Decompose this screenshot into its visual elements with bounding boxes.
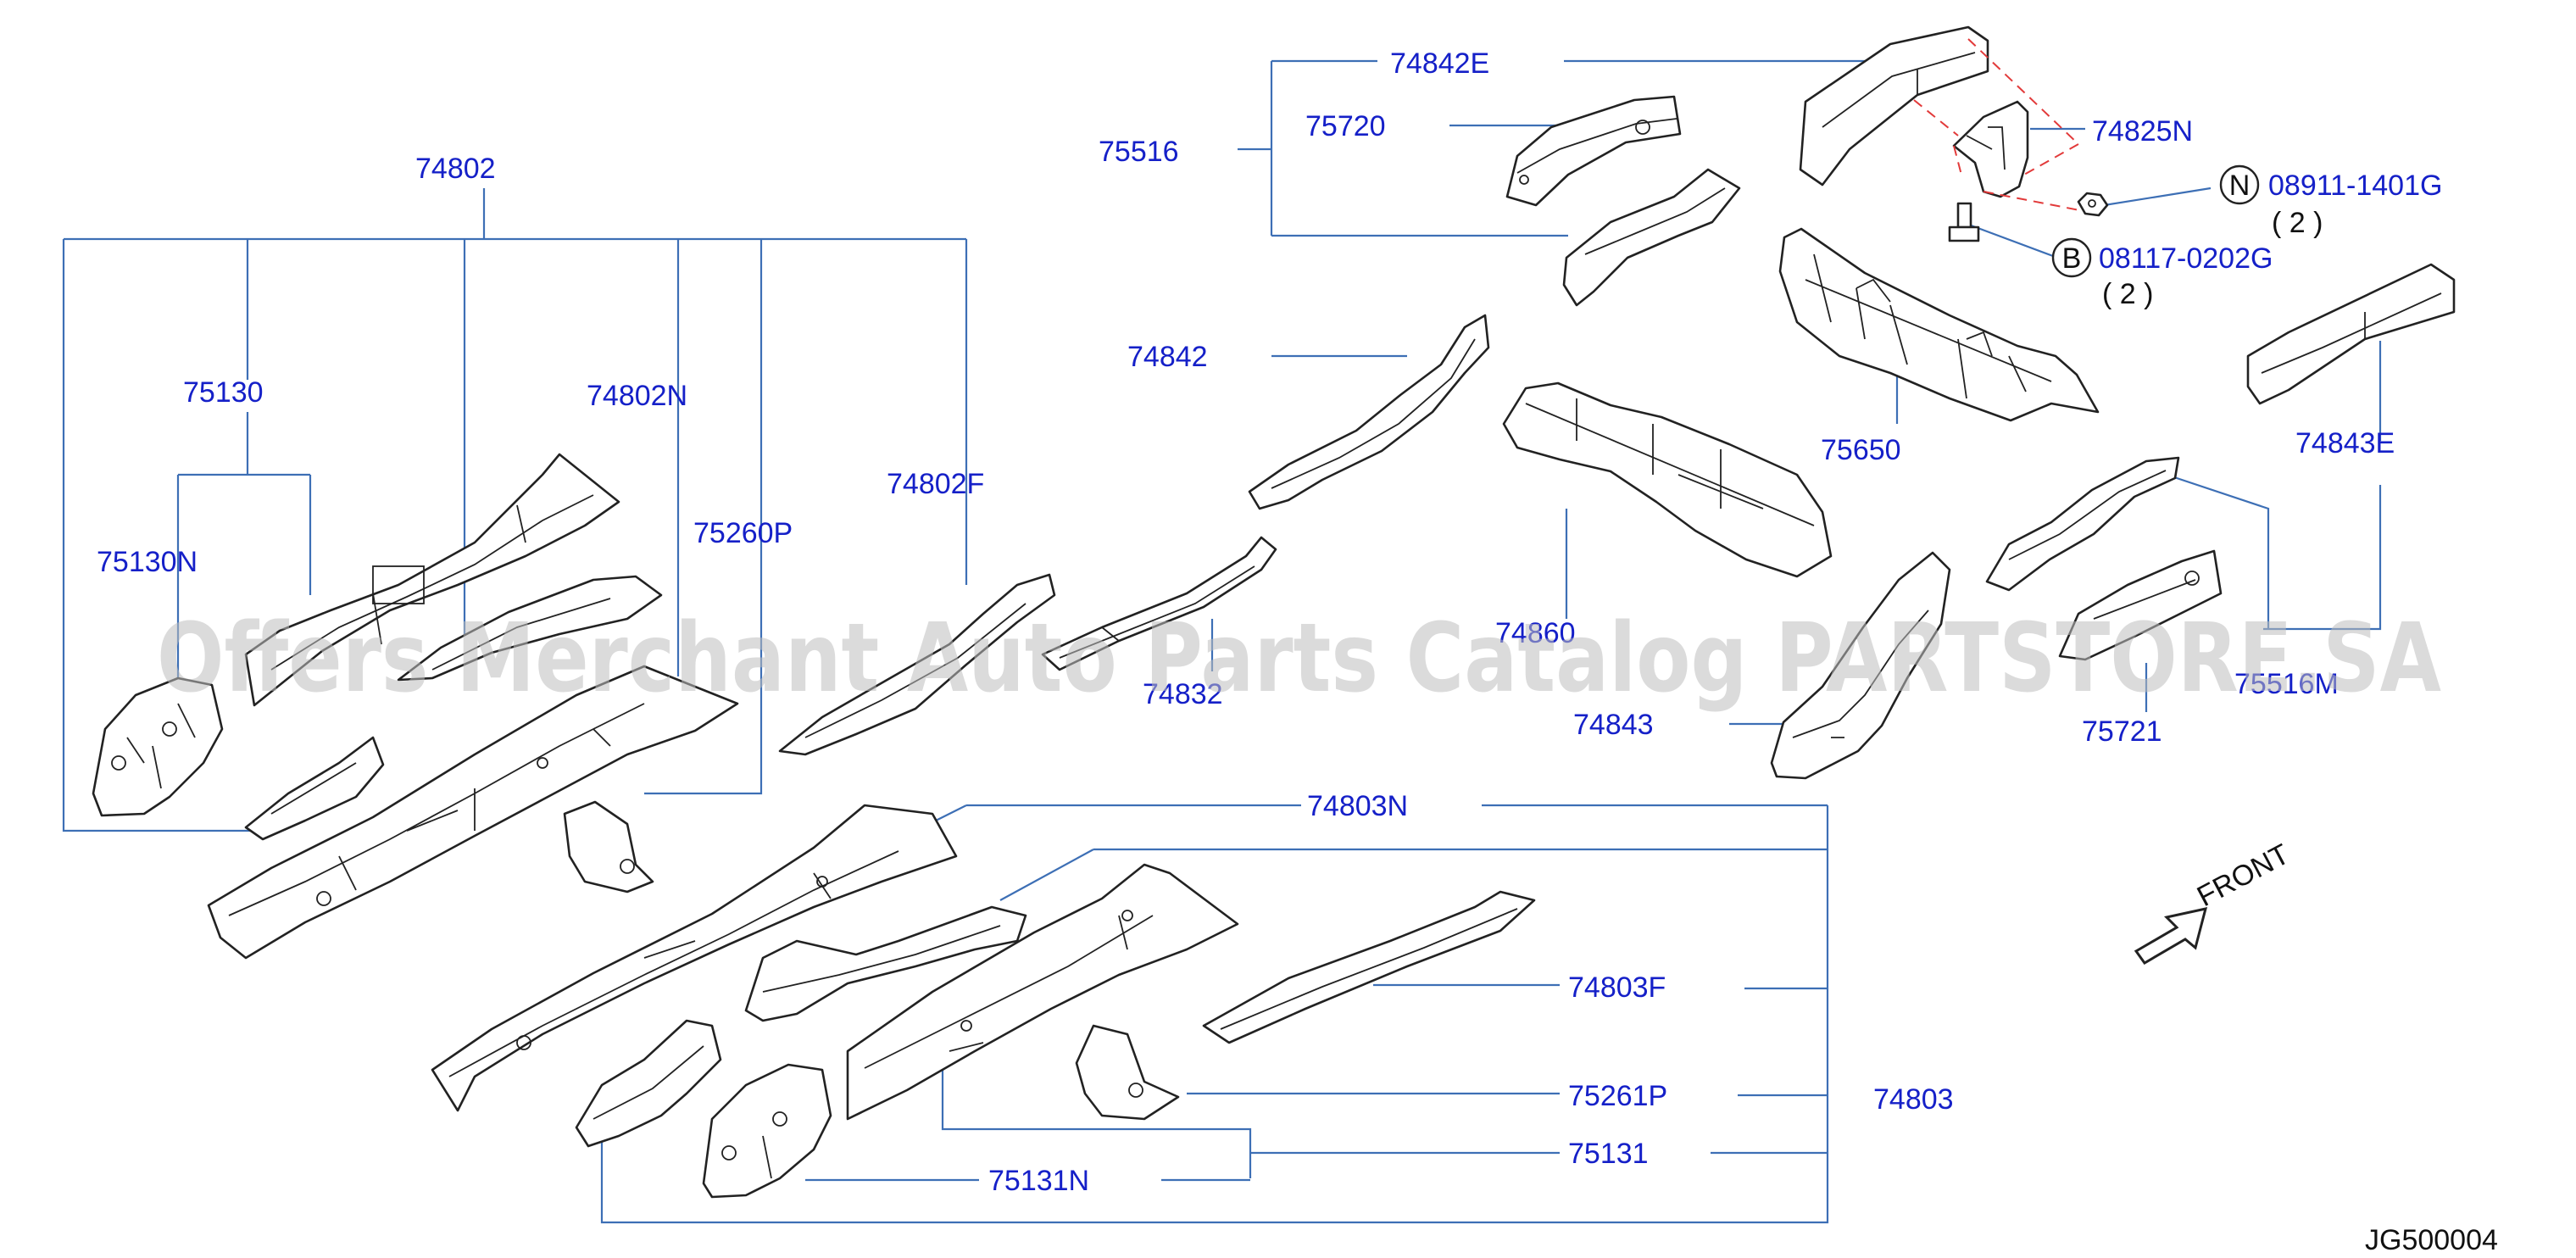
callout-74832[interactable]: 74832 bbox=[1143, 678, 1223, 710]
part-75650-drawing bbox=[1778, 227, 2100, 422]
part-74842-drawing bbox=[1248, 314, 1490, 510]
part-74803-drawing bbox=[846, 863, 1239, 1121]
callout-75721[interactable]: 75721 bbox=[2082, 715, 2162, 748]
nut-08911-drawing bbox=[2077, 192, 2109, 217]
part-74842E-rail bbox=[1799, 25, 1989, 186]
front-arrow-icon bbox=[2134, 907, 2208, 965]
part-75130-drawing bbox=[397, 575, 663, 682]
callout-74803F[interactable]: 74803F bbox=[1568, 971, 1666, 1004]
callout-75516M[interactable]: 75516M bbox=[2234, 668, 2339, 700]
callout-75130N[interactable]: 75130N bbox=[97, 546, 198, 578]
part-74843-drawing bbox=[1770, 551, 1951, 780]
part-74802F-drawing bbox=[778, 573, 1056, 756]
callout-75650[interactable]: 75650 bbox=[1821, 434, 1901, 466]
callout-74843[interactable]: 74843 bbox=[1573, 709, 1654, 741]
part-75516M-drawing bbox=[1985, 456, 2180, 592]
callout-75261P[interactable]: 75261P bbox=[1568, 1080, 1667, 1112]
callout-74843E[interactable]: 74843E bbox=[2295, 427, 2395, 459]
part-74832-drawing bbox=[1041, 536, 1277, 671]
part-75131N-drawing bbox=[575, 1019, 722, 1148]
fastener-quantity: ( 2 ) bbox=[2102, 278, 2153, 310]
part-74825N-drawing bbox=[1952, 100, 2029, 198]
front-label: FRONT bbox=[2192, 838, 2295, 914]
callout-74860[interactable]: 74860 bbox=[1495, 617, 1576, 649]
callout-75130[interactable]: 75130 bbox=[183, 376, 264, 409]
fastener-part-number: 08117-0202G bbox=[2099, 242, 2273, 275]
callout-74803[interactable]: 74803 bbox=[1873, 1083, 1954, 1116]
front-direction-indicator: FRONT bbox=[2134, 838, 2295, 965]
part-drawings bbox=[92, 25, 2456, 1199]
part-75131N-lower-drawing bbox=[702, 1063, 832, 1199]
callout-74842E[interactable]: 74842E bbox=[1390, 47, 1489, 80]
callout-75260P[interactable]: 75260P bbox=[693, 517, 793, 549]
part-74803F-drawing bbox=[1202, 890, 1536, 1044]
fastener-badge: N bbox=[2229, 170, 2251, 202]
badge-n-icon bbox=[2219, 164, 2260, 205]
part-75130N-drawing bbox=[92, 676, 224, 817]
callout-74802F[interactable]: 74802F bbox=[887, 468, 984, 500]
badge-b-icon bbox=[2051, 237, 2092, 278]
callout-75720[interactable]: 75720 bbox=[1305, 110, 1386, 142]
leader-lines bbox=[62, 59, 2382, 1224]
callout-74802N[interactable]: 74802N bbox=[587, 380, 687, 412]
part-labels: 74802 75130 75130N 74802N 75260P 74802F … bbox=[97, 47, 2395, 1197]
part-75721-drawing bbox=[2058, 549, 2223, 661]
fastener-quantity: ( 2 ) bbox=[2272, 207, 2323, 239]
callout-75131N[interactable]: 75131N bbox=[988, 1165, 1089, 1197]
callout-74802[interactable]: 74802 bbox=[415, 153, 496, 185]
part-74802-drawing bbox=[207, 665, 739, 960]
callout-75516[interactable]: 75516 bbox=[1099, 136, 1179, 168]
fastener-part-number: 08911-1401G bbox=[2268, 170, 2442, 202]
diagram-code: JG500004 bbox=[2365, 1224, 2498, 1256]
hidden-line-74825N bbox=[1913, 38, 2098, 214]
part-75720-drawing bbox=[1505, 95, 1682, 207]
part-74802N-drawing bbox=[244, 453, 620, 707]
part-74842E-drawing bbox=[1562, 168, 1741, 307]
fastener-badge: B bbox=[2062, 242, 2082, 275]
part-75131-drawing bbox=[744, 905, 1027, 1022]
callout-74825N[interactable]: 74825N bbox=[2092, 115, 2193, 148]
part-75260P-lower-drawing bbox=[563, 800, 654, 893]
bolt-08117-drawing bbox=[1948, 202, 1980, 242]
callout-75131[interactable]: 75131 bbox=[1568, 1138, 1649, 1170]
part-74803N-drawing bbox=[431, 804, 958, 1112]
part-74860-drawing bbox=[1502, 381, 1833, 578]
part-75261P-drawing bbox=[1075, 1024, 1180, 1121]
fastener-callout-2[interactable]: B 08117-0202G ( 2 ) bbox=[2051, 237, 2273, 310]
part-74843E-drawing bbox=[2246, 263, 2456, 405]
part-75260P-drawing bbox=[244, 736, 385, 841]
fastener-callout-1[interactable]: N 08911-1401G ( 2 ) bbox=[2219, 164, 2442, 239]
callout-74803N[interactable]: 74803N bbox=[1307, 790, 1408, 822]
callout-74842[interactable]: 74842 bbox=[1127, 341, 1208, 373]
watermark-text: Offers Merchant Auto Parts Catalog PARTS… bbox=[157, 604, 2441, 714]
